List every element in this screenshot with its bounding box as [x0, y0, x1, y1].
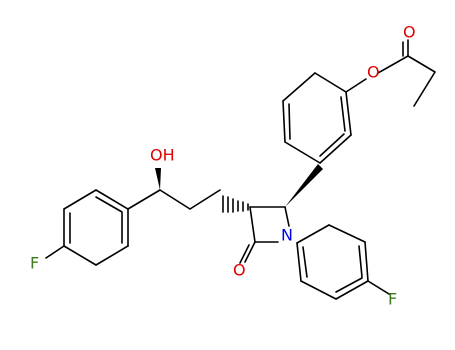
- aryl-ring-top: [282, 72, 352, 164]
- fluorine-left-label: F: [30, 254, 39, 273]
- ester-oxygen-label: O: [367, 63, 380, 82]
- acetate-group: [345, 39, 436, 107]
- aromatic-inner-1: [340, 96, 346, 132]
- beta-lactam-ring: [239, 164, 323, 264]
- acetate-carbonyl-oxygen-label: O: [403, 23, 416, 42]
- wedge-bond-hydroxyl: [155, 168, 161, 190]
- bond-aryl-oxygen: [345, 78, 367, 93]
- bond-ester-carbonyl-carbon: [377, 55, 409, 74]
- bond-fluorine-left: [45, 245, 65, 259]
- hashed-bond: [222, 195, 249, 213]
- bond-acetyl-methyl: [407, 55, 436, 73]
- aromatic-inner-2: [288, 103, 291, 140]
- hydroxyl-label: OH: [150, 146, 175, 165]
- fluorophenyl-left: [45, 189, 129, 266]
- lactam-carbonyl-b: [239, 244, 250, 264]
- nitrogen-label: N: [281, 226, 293, 245]
- side-chain: [127, 168, 249, 213]
- lactam-carbonyl-a: [244, 241, 256, 263]
- aromatic-inner-3: [319, 133, 345, 157]
- lactam-oxygen-label: O: [233, 261, 246, 280]
- bond-fluorine-right: [367, 280, 390, 295]
- fluorine-right-label: F: [388, 290, 397, 309]
- fluorophenyl-right: [296, 224, 390, 300]
- bond-methyl-line: [413, 71, 436, 107]
- wedge-bond-aryl: [285, 164, 323, 207]
